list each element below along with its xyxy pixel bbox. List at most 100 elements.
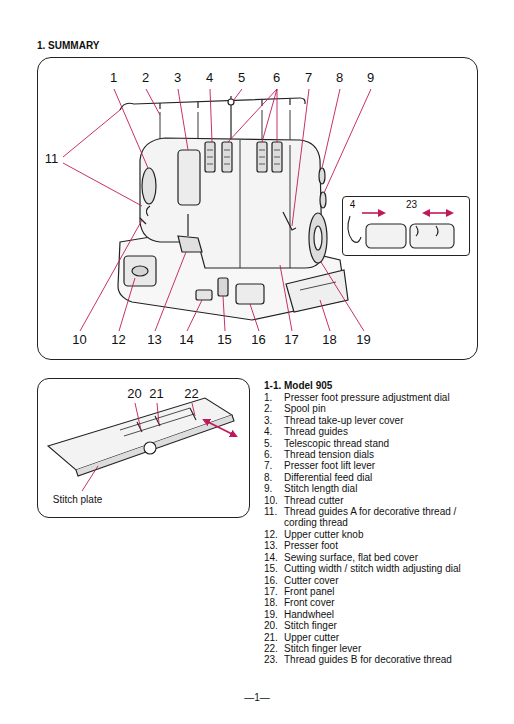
- stitch-plate-leaders-part: [135, 403, 141, 430]
- machine-front-parts-part: [236, 284, 264, 304]
- part-label: Stitch plate: [53, 494, 102, 506]
- part-name: Presser foot pressure adjustment dial: [284, 392, 489, 403]
- machine-body-part: [240, 140, 290, 268]
- leader-lines: [63, 89, 371, 331]
- list-number: 7.: [264, 460, 272, 471]
- part-name: Sewing surface, flat bed cover: [284, 552, 489, 563]
- stitch-plate-illustration-part: [76, 415, 234, 476]
- machine-body-part: [319, 168, 325, 184]
- leader-lines-part: [114, 89, 148, 168]
- stitch-plate-leaders-part: [157, 403, 159, 424]
- part-name: Handwheel: [284, 609, 489, 620]
- part-name: Thread guides: [284, 426, 489, 437]
- callout-number: 13: [147, 333, 161, 348]
- stitch-plate-illustration-part: [48, 398, 232, 470]
- callout-number: 4: [350, 199, 356, 211]
- stitch-plate-illustration-part: [120, 408, 194, 436]
- leader-lines-part: [321, 262, 364, 331]
- list-number: 17.: [264, 586, 278, 597]
- thread-stand-part: [160, 110, 290, 142]
- leader-lines-part: [324, 89, 371, 193]
- stitch-plate-illustration-part: [144, 442, 156, 454]
- leader-lines-part: [280, 265, 292, 331]
- machine-body: [140, 138, 327, 268]
- callout-number: 6: [273, 71, 280, 86]
- callout-number: 8: [336, 71, 343, 86]
- callout-number: 3: [174, 71, 181, 86]
- list-number: 10.: [264, 495, 278, 506]
- leader-lines-part: [178, 89, 188, 150]
- machine-body-part: [142, 168, 156, 204]
- machine-body-part: [320, 192, 326, 208]
- callout-number: 14: [179, 333, 193, 348]
- stitch-plate-illustration: [48, 398, 234, 476]
- leader-lines-part: [146, 89, 160, 115]
- stitch-plate-leaders-part: [204, 420, 236, 436]
- callout-number: 5: [238, 71, 245, 86]
- part-name: Stitch finger: [284, 620, 489, 631]
- leader-lines-part: [119, 278, 135, 331]
- list-number: 16.: [264, 575, 278, 586]
- machine-body-part: [207, 150, 280, 164]
- callout-number: 4: [206, 71, 213, 86]
- callout-number: 7: [305, 71, 312, 86]
- leader-lines-part: [223, 296, 225, 331]
- list-number: 3.: [264, 415, 272, 426]
- part-name: Presser foot lift lever: [284, 460, 489, 471]
- callout-number: 18: [322, 333, 336, 348]
- leader-lines-part: [187, 300, 202, 331]
- part-name: Stitch finger lever: [284, 643, 489, 654]
- inset-illustration-part: [424, 212, 452, 214]
- callout-number: 16: [251, 333, 265, 348]
- machine-body-part: [178, 150, 200, 205]
- stitch-plate-illustration-part: [137, 408, 196, 432]
- machine-front-parts-part: [187, 214, 188, 236]
- list-number: 1.: [264, 392, 272, 403]
- leader-lines-part: [210, 89, 212, 142]
- machine-body-part: [146, 206, 150, 216]
- machine-front-parts: [124, 214, 264, 304]
- inset-illustration: [348, 213, 454, 248]
- part-name: Front panel: [284, 586, 489, 597]
- inset-illustration-part: [416, 226, 438, 236]
- leader-lines-part: [322, 89, 340, 168]
- illustration-frame: 12345678911101213141516171819423: [37, 57, 478, 360]
- callout-number: 22: [184, 387, 198, 402]
- part-name: Upper cutter knob: [284, 529, 489, 540]
- leader-lines-part: [80, 220, 142, 331]
- inset-illustration-part: [348, 216, 361, 242]
- leader-lines-part: [250, 304, 259, 331]
- machine-body-part: [283, 212, 296, 230]
- list-number: 11.: [264, 506, 277, 517]
- list-number: 20.: [264, 620, 278, 631]
- list-number: 21.: [264, 632, 278, 643]
- callout-number: 11: [45, 152, 59, 167]
- list-number: 4.: [264, 426, 272, 437]
- machine-body-part: [309, 213, 327, 263]
- machine-body-part: [140, 218, 146, 224]
- part-name: Thread take-up lever cover: [284, 415, 489, 426]
- list-number: 2.: [264, 403, 272, 414]
- detail-frame: 20 21 22Stitch plate: [37, 378, 250, 518]
- callout-number: 20: [127, 387, 141, 402]
- callout-number: 21: [149, 387, 163, 402]
- machine-front-parts-part: [132, 266, 148, 276]
- stitch-plate-leaders: [82, 403, 236, 491]
- part-name: Stitch length dial: [284, 483, 489, 494]
- inset-frame: 4 23: [342, 196, 470, 256]
- machine-front-parts-part: [178, 236, 202, 252]
- part-name: Telescopic thread stand: [284, 438, 489, 449]
- list-number: 22.: [264, 643, 278, 654]
- page-title: 1. SUMMARY: [37, 40, 99, 52]
- callout-number: 2: [142, 71, 149, 86]
- list-number: 15.: [264, 563, 278, 574]
- leader-lines-part: [228, 89, 277, 142]
- part-name: Differential feed dial: [284, 472, 489, 483]
- callout-number: 15: [217, 333, 231, 348]
- callout-number: 23: [406, 199, 417, 211]
- list-number: 18.: [264, 597, 278, 608]
- machine-body-part: [314, 226, 322, 250]
- part-name: Thread guides B for decorative thread: [284, 654, 489, 665]
- leader-lines-part: [63, 110, 142, 206]
